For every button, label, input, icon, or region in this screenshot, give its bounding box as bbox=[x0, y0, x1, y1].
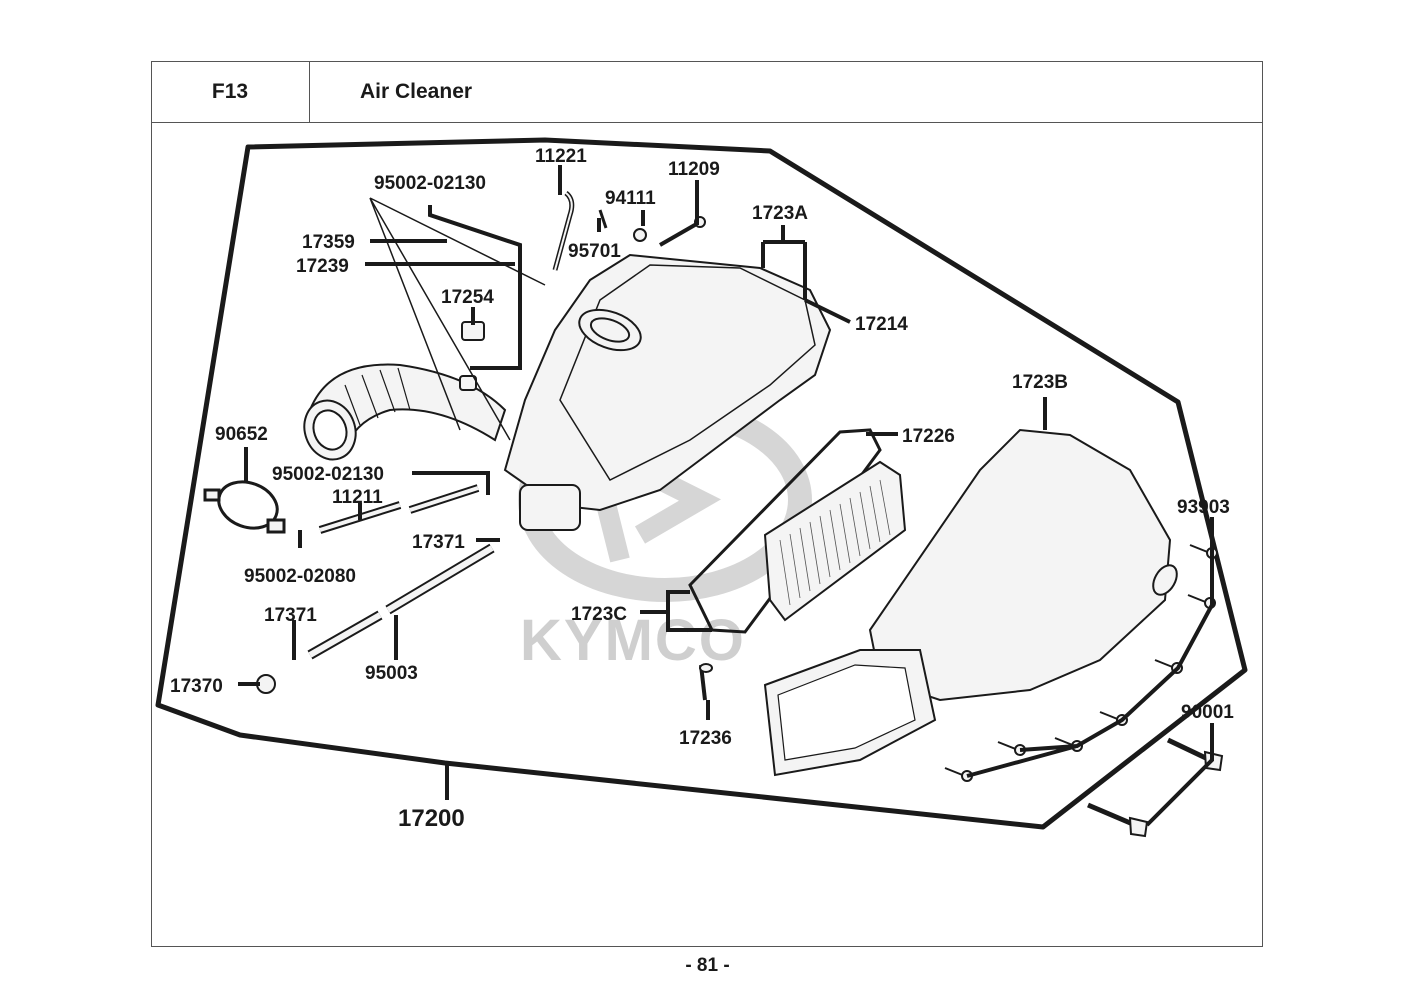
part-label-1723A: 1723A bbox=[752, 203, 808, 224]
assembly-outline bbox=[155, 137, 1248, 830]
page-number: - 81 - bbox=[685, 955, 730, 976]
part-label-94111: 94111 bbox=[605, 188, 656, 209]
header-row bbox=[151, 61, 1263, 123]
part-label-95002-02130-mid: 95002-02130 bbox=[272, 464, 384, 485]
leader-lines bbox=[238, 165, 1214, 827]
header-divider bbox=[309, 61, 310, 123]
part-label-17370: 17370 bbox=[170, 676, 223, 697]
hose-clamp-90652 bbox=[203, 480, 286, 534]
part-label-95002-02130-top: 95002-02130 bbox=[374, 173, 486, 194]
part-label-95701: 95701 bbox=[568, 241, 621, 262]
part-label-90001: 90001 bbox=[1181, 702, 1234, 723]
part-label-93903: 93903 bbox=[1177, 497, 1230, 518]
air-cleaner-case bbox=[503, 253, 832, 531]
part-label-17371-lower: 17371 bbox=[264, 605, 317, 626]
air-cleaner-cover-1723B bbox=[763, 428, 1178, 777]
part-label-17254: 17254 bbox=[441, 287, 494, 308]
part-label-95003: 95003 bbox=[365, 663, 418, 684]
thin-leaders bbox=[369, 197, 546, 441]
part-label-1723C: 1723C bbox=[571, 604, 627, 625]
part-label-95002-02080: 95002-02080 bbox=[244, 566, 356, 587]
section-title: Air Cleaner bbox=[360, 80, 473, 103]
part-label-11211: 11211 bbox=[332, 487, 383, 508]
part-label-17236: 17236 bbox=[679, 728, 732, 749]
section-code: F13 bbox=[211, 80, 249, 103]
intake-duct-tube bbox=[303, 363, 507, 461]
part-label-17214: 17214 bbox=[855, 314, 908, 335]
diagram-frame bbox=[151, 61, 1263, 947]
part-label-17359: 17359 bbox=[302, 232, 355, 253]
part-label-17239: 17239 bbox=[296, 256, 349, 277]
part-label-17226: 17226 bbox=[902, 426, 955, 447]
part-label-11221: 11221 bbox=[535, 146, 587, 167]
filter-element-1723C bbox=[763, 460, 907, 622]
part-label-17200: 17200 bbox=[398, 805, 465, 832]
part-labels: 11221 11209 94111 95701 1723A 17214 9500… bbox=[170, 146, 1234, 832]
part-label-11209: 11209 bbox=[668, 159, 720, 180]
part-label-17371-upper: 17371 bbox=[412, 532, 465, 553]
watermark-text: KYMCO bbox=[520, 608, 746, 673]
part-label-90652: 90652 bbox=[215, 424, 268, 445]
part-label-1723B: 1723B bbox=[1012, 372, 1068, 393]
